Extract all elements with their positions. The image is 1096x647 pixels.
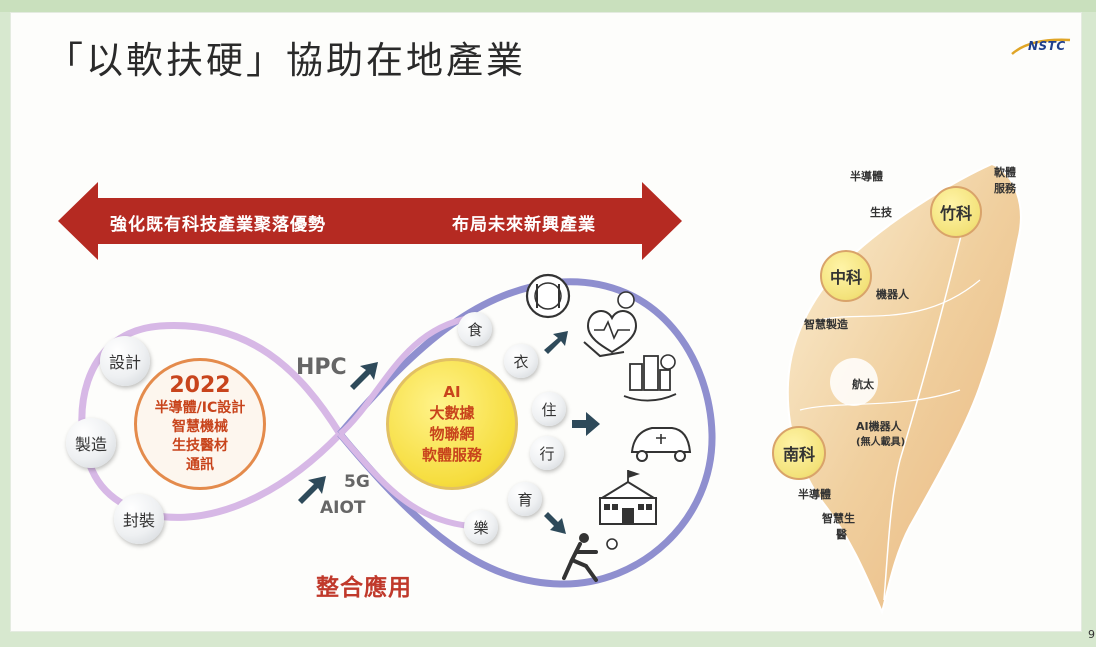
- school-icon: [598, 470, 658, 525]
- southern-semiconductor-label: 半導體: [798, 488, 831, 501]
- page-number: 9: [1088, 628, 1095, 641]
- taiwan-map: [786, 162, 1022, 615]
- node-manufacture: 製造: [66, 418, 116, 468]
- node-clothing: 衣: [504, 344, 538, 378]
- industry-telecom: 通訊: [186, 457, 214, 473]
- frame-top-border: [0, 0, 1096, 12]
- node-education: 育: [508, 482, 542, 516]
- soccer-player-icon: [562, 533, 618, 582]
- slide-title: 「以軟扶硬」協助在地產業: [46, 39, 526, 82]
- node-leisure: 樂: [464, 510, 498, 544]
- node-2022-industries: 2022 半導體/IC設計 智慧機械 生技醫材 通訊: [134, 358, 266, 490]
- arrow-left-label: 強化既有科技產業聚落優勢: [110, 215, 326, 235]
- park-central: 中科: [820, 250, 872, 302]
- hpc-label: HPC: [296, 355, 347, 380]
- hsinchu-software-label-line1: 軟體: [994, 166, 1016, 179]
- year-label: 2022: [169, 373, 231, 398]
- nstc-logo-swoosh-icon: [1011, 38, 1071, 55]
- aiot-label: AIOT: [320, 498, 366, 518]
- node-design: 設計: [100, 336, 150, 386]
- industry-semiconductor: 半導體/IC設計: [154, 400, 246, 416]
- node-transport: 行: [530, 436, 564, 470]
- park-hsinchu: 竹科: [930, 186, 982, 238]
- hsinchu-software-label-line2: 服務: [994, 182, 1016, 195]
- industry-biotech: 生技醫材: [172, 438, 228, 454]
- park-southern: 南科: [772, 426, 826, 480]
- 5g-arrow-icon: [298, 476, 326, 504]
- arrow-right-label: 布局未來新興產業: [452, 215, 596, 235]
- node-housing: 住: [532, 392, 566, 426]
- city-icon: [623, 354, 677, 402]
- health-care-icon: [583, 291, 638, 358]
- southern-smart-medical-label-line1: 智慧生: [822, 512, 855, 525]
- arrow-to-health-icon: [544, 331, 568, 354]
- central-aerospace-label: 航太: [852, 378, 874, 391]
- hpc-arrow-icon: [350, 362, 378, 390]
- hsinchu-semiconductor-label: 半導體: [850, 170, 883, 183]
- arrow-to-soccer-icon: [544, 512, 566, 534]
- central-smart-manufacturing-label: 智慧製造: [804, 318, 848, 331]
- dining-icon: [525, 273, 571, 319]
- integration-label: 整合應用: [316, 575, 412, 601]
- tech-iot: 物聯網: [429, 425, 475, 443]
- tech-ai: AI: [443, 383, 461, 401]
- southern-smart-medical-label-line2: 醫: [836, 528, 847, 541]
- double-arrow: [58, 182, 682, 260]
- node-food: 食: [458, 312, 492, 346]
- tech-big-data: 大數據: [429, 404, 475, 422]
- central-robot-label: 機器人: [876, 288, 909, 301]
- southern-ai-robot-label: AI機器人: [856, 420, 902, 433]
- node-package: 封裝: [114, 494, 164, 544]
- industry-smart-machinery: 智慧機械: [172, 419, 228, 435]
- electric-car-icon: [630, 427, 692, 462]
- 5g-label: 5G: [344, 472, 370, 492]
- tech-software-services: 軟體服務: [421, 446, 482, 464]
- arrow-to-car-icon: [572, 412, 600, 436]
- hsinchu-biotech-label: 生技: [870, 206, 892, 219]
- nstc-logo: NSTC: [1028, 39, 1066, 53]
- node-ai-tech: AI 大數據 物聯網 軟體服務: [386, 358, 518, 490]
- southern-uav-label: (無人載具): [856, 437, 906, 448]
